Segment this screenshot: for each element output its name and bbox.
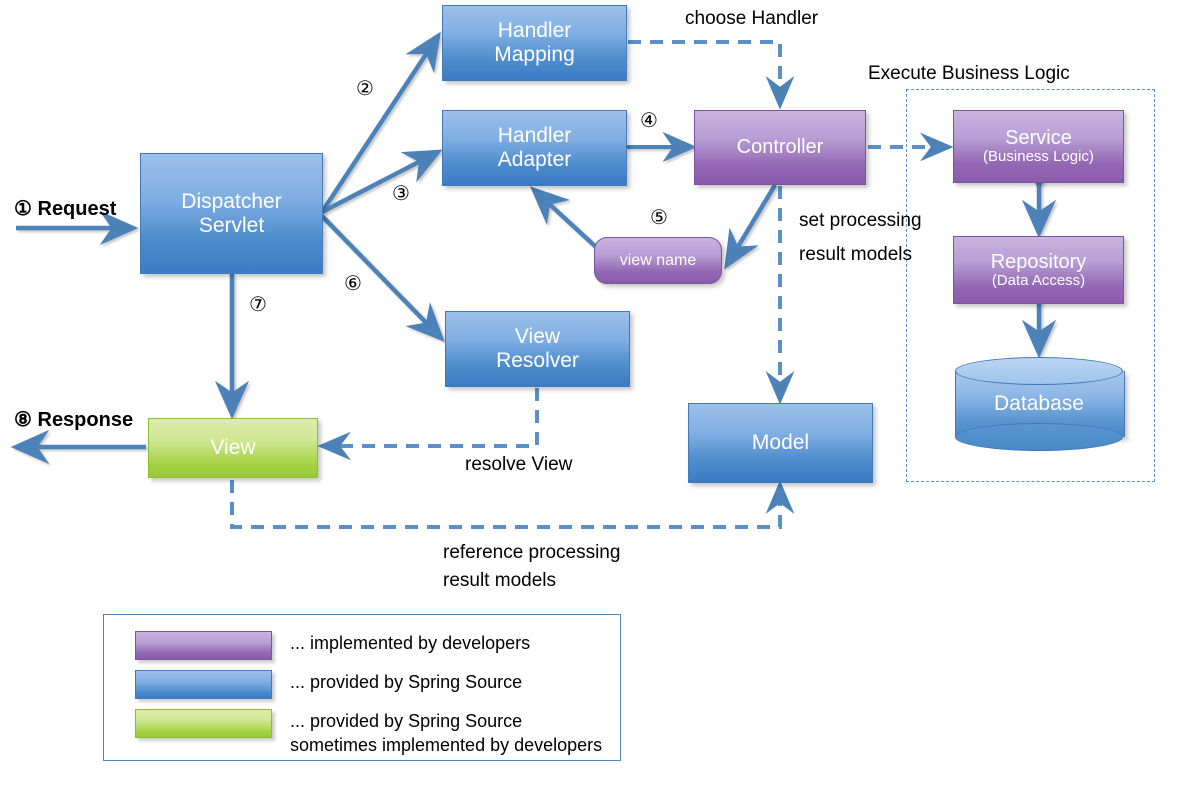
controller-label: Controller [736, 136, 824, 159]
step-6-number: ⑥ [344, 273, 362, 295]
node-service[interactable]: Service (Business Logic) [953, 110, 1124, 183]
node-handler-adapter[interactable]: Handler Adapter [442, 110, 627, 186]
label-set-processing-l1: set processing [799, 210, 922, 231]
legend-swatch-green [135, 709, 272, 738]
dashed-resolve-view [317, 388, 539, 461]
node-view-resolver[interactable]: View Resolver [445, 311, 630, 387]
node-model[interactable]: Model [688, 403, 873, 483]
handler-mapping-line1: Handler [497, 19, 572, 43]
view-resolver-line1: View [514, 325, 561, 349]
model-label: Model [751, 431, 810, 455]
repository-line2: (Data Access) [991, 271, 1086, 289]
label-reference-processing-l1: reference processing [443, 542, 621, 563]
step-1-label: Request [31, 198, 117, 220]
arrow-step6 [320, 214, 445, 342]
step-3-number: ③ [392, 183, 410, 205]
step-8-response: ⑧ Response [14, 407, 133, 432]
node-handler-mapping[interactable]: Handler Mapping [442, 5, 627, 81]
legend-box: ... implemented by developers ... provid… [103, 614, 621, 761]
node-repository[interactable]: Repository (Data Access) [953, 236, 1124, 304]
handler-adapter-line1: Handler [497, 124, 572, 148]
legend-item-green: ... provided by Spring Source sometimes … [135, 709, 602, 758]
repository-line1: Repository [990, 250, 1087, 273]
step-8-number: ⑧ [14, 409, 32, 431]
legend-swatch-purple [135, 631, 272, 660]
database-cylinder-top [955, 357, 1123, 385]
label-resolve-view: resolve View [465, 454, 573, 475]
step-5-number: ⑤ [650, 207, 668, 229]
legend-swatch-blue [135, 670, 272, 699]
database-cylinder-bottom [955, 423, 1123, 451]
arrow-step3 [320, 149, 443, 214]
handler-adapter-line2: Adapter [497, 148, 572, 171]
legend-item-purple: ... implemented by developers [135, 631, 530, 660]
view-name-label: view name [619, 251, 697, 269]
label-execute-business-logic: Execute Business Logic [868, 63, 1070, 84]
node-database[interactable]: Database [955, 357, 1125, 451]
step-1-number: ① [14, 198, 32, 220]
step-4-number: ④ [640, 110, 658, 132]
step-8-label: Response [31, 409, 134, 431]
label-reference-processing-l2: result models [443, 570, 556, 591]
service-line2: (Business Logic) [983, 148, 1094, 166]
view-resolver-line2: Resolver [496, 349, 579, 372]
arrow-step5-controller-to-viewname [724, 183, 777, 270]
dispatcher-servlet-line2: Servlet [198, 213, 265, 237]
label-choose-handler: choose Handler [685, 8, 819, 29]
legend-label-purple: ... implemented by developers [290, 633, 531, 653]
legend-item-blue: ... provided by Spring Source [135, 670, 522, 699]
database-label: Database [994, 392, 1084, 415]
node-view-name[interactable]: view name [594, 237, 722, 284]
node-dispatcher-servlet[interactable]: Dispatcher Servlet [140, 153, 323, 274]
view-label: View [210, 436, 256, 460]
arrow-step2 [320, 31, 441, 214]
arrow-viewname-to-handleradapter [530, 186, 598, 249]
node-view[interactable]: View [148, 418, 318, 478]
service-line1: Service [1005, 127, 1072, 150]
execute-business-logic-group [906, 89, 1155, 482]
dashed-choose-handler [628, 40, 795, 110]
step-2-number: ② [356, 78, 374, 100]
legend-label-blue: ... provided by Spring Source [290, 672, 523, 692]
dashed-reference-models [230, 480, 795, 529]
dispatcher-servlet-line1: Dispatcher [181, 189, 282, 213]
node-controller[interactable]: Controller [694, 110, 866, 185]
label-set-processing-l2: result models [799, 244, 912, 265]
step-7-number: ⑦ [249, 294, 267, 316]
legend-label-green: ... provided by Spring Source sometimes … [290, 711, 603, 756]
step-1-request: ① Request [14, 196, 116, 221]
handler-mapping-line2: Mapping [494, 43, 575, 66]
